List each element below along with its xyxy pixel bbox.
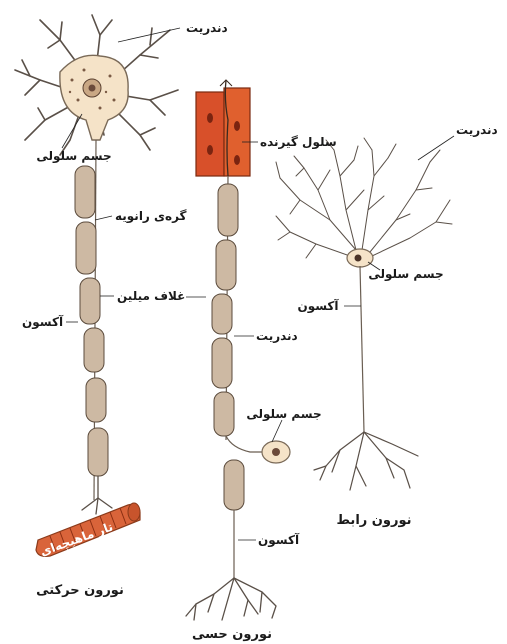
sensory-cell-body-label: جسم سلولی	[246, 407, 321, 422]
sensory-axon-myelin	[224, 460, 244, 510]
motor-dendrite-label: دندریت	[186, 21, 228, 35]
inter-cell-body-label: جسم سلولی	[368, 267, 443, 282]
inter-dendrites	[276, 138, 452, 258]
motor-axon-label: آکسون	[22, 314, 64, 330]
interneuron-caption: نورون رابط	[337, 513, 412, 528]
motor-myelin-sheath	[75, 166, 108, 476]
sensory-neuron-caption: نورون حسی	[192, 627, 272, 642]
receptor-cell-label: سلول گیرنده	[260, 135, 337, 150]
inter-axon-terminals	[314, 432, 418, 490]
motor-axon-terminals	[82, 476, 112, 514]
motor-cell-body-label: جسم سلولی	[36, 149, 111, 164]
sensory-dendrite-label: دندریت	[256, 329, 298, 343]
interneuron	[276, 136, 454, 490]
sensory-axon-terminals	[186, 578, 276, 620]
motor-neuron-caption: نورون حرکتی	[36, 583, 124, 598]
sensory-axon-label: آکسون	[258, 532, 300, 548]
sensory-myelin-sheath	[212, 184, 238, 436]
motor-cell-body	[60, 55, 128, 140]
inter-axon-label: آکسون	[297, 298, 339, 314]
myelin-sheath-label: غلاف میلین	[117, 289, 185, 303]
receptor-cell	[196, 80, 250, 176]
ranvier-node-label: گره‌ی رانویه	[115, 209, 187, 224]
inter-dendrite-label: دندریت	[456, 123, 498, 137]
motor-neuron	[15, 15, 180, 556]
